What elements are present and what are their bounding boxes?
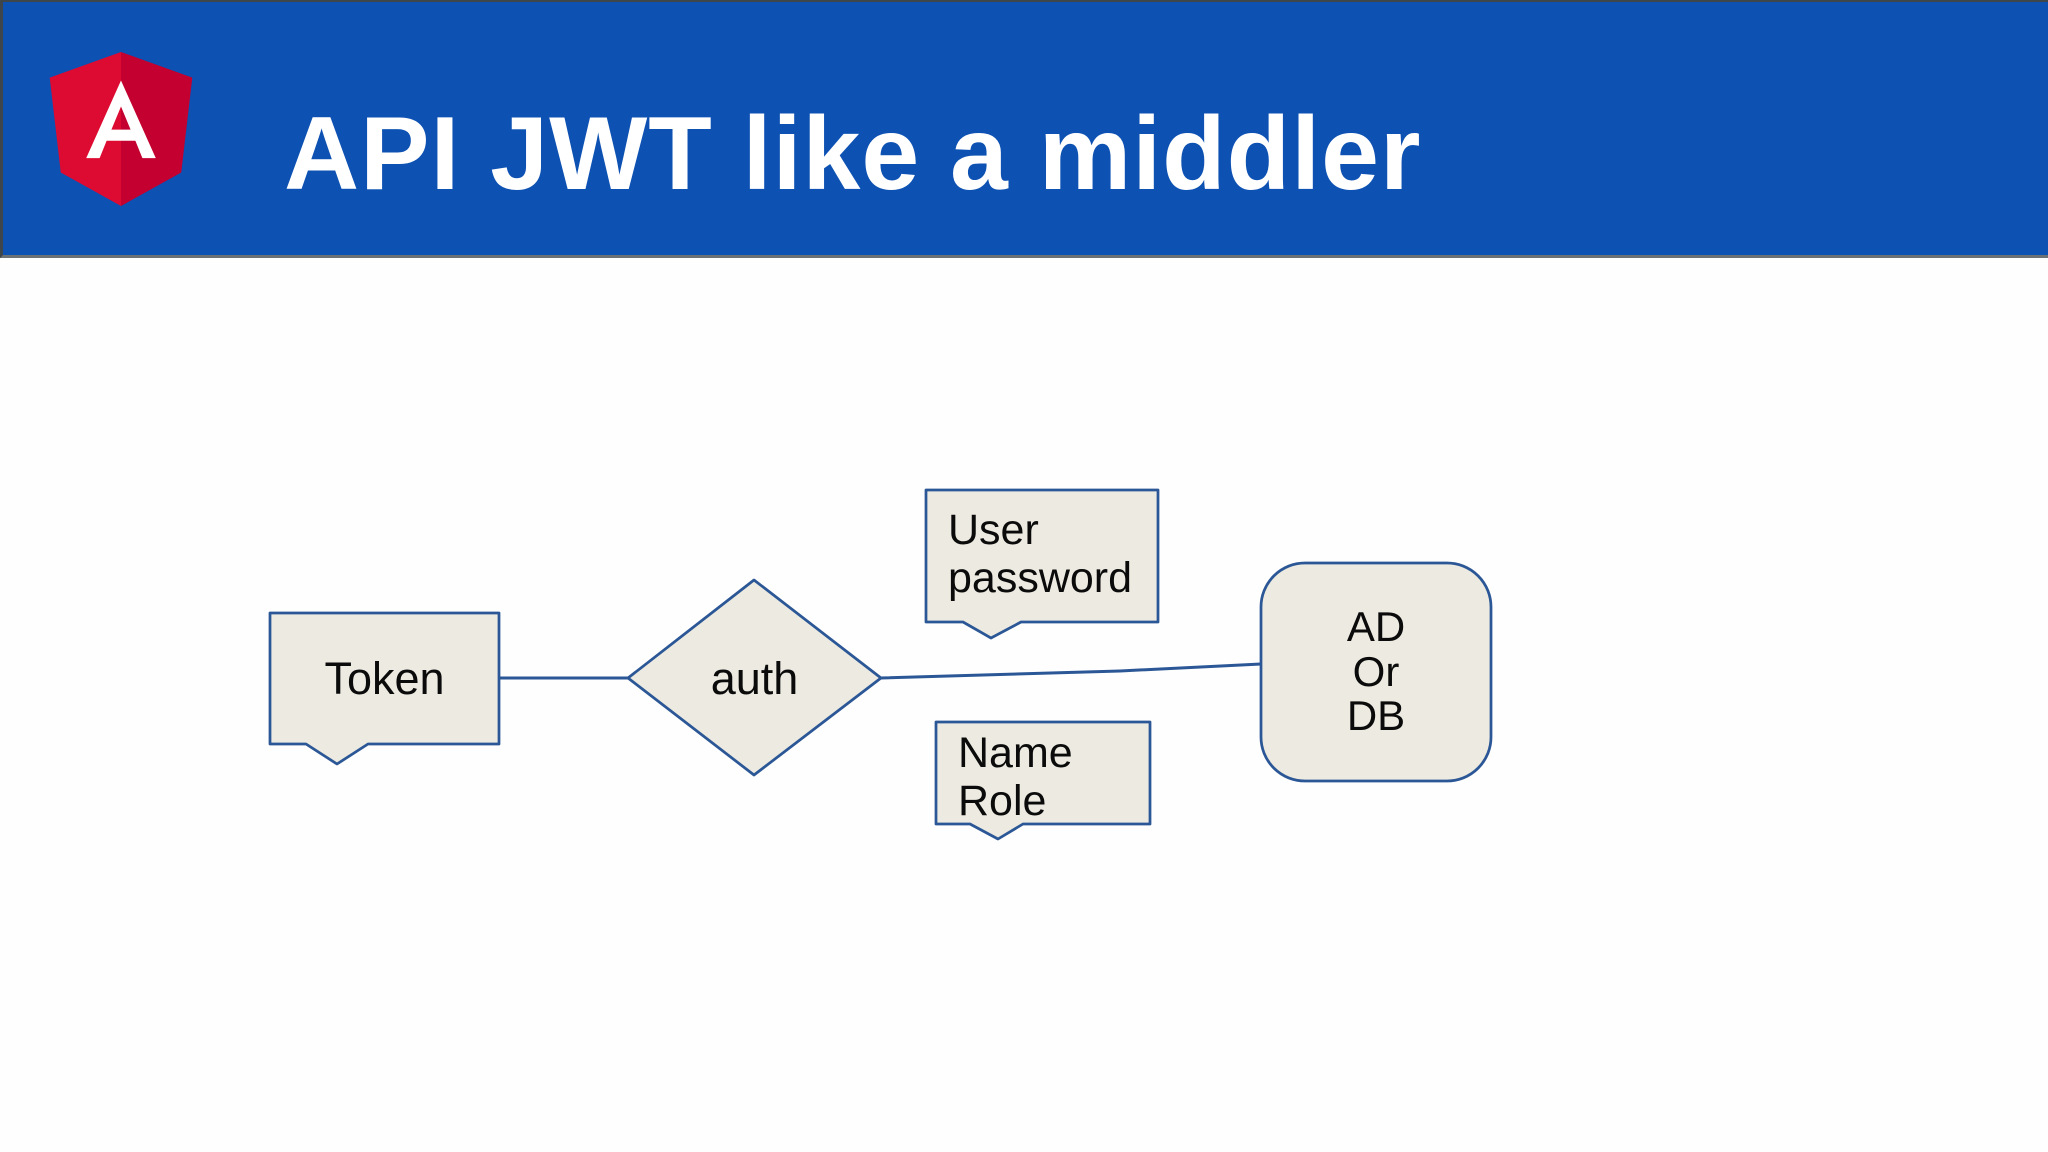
name-role-line1: Name xyxy=(958,729,1073,777)
slide-header: API JWT like a middler xyxy=(0,0,2048,258)
user-password-line2: password xyxy=(948,554,1133,603)
ad-db-line2: Or xyxy=(1352,647,1400,695)
ad-db-line3: DB xyxy=(1346,692,1406,740)
connector-auth-addb xyxy=(879,662,1263,680)
auth-node-shape xyxy=(626,578,883,777)
name-role-node-label: Name Role xyxy=(958,729,1138,825)
user-password-node-shape xyxy=(924,488,1160,640)
angular-logo-icon xyxy=(49,52,193,206)
name-role-line2: Role xyxy=(958,777,1047,826)
user-password-node-label: User password xyxy=(948,506,1148,602)
ad-db-node-label: AD Or DB xyxy=(1260,563,1492,781)
ad-db-node-shape xyxy=(1259,561,1493,783)
user-password-line1: User xyxy=(948,506,1039,554)
ad-db-line1: AD xyxy=(1346,603,1406,651)
auth-node-label: auth xyxy=(710,652,799,704)
page-title: API JWT like a middler xyxy=(284,96,1422,212)
name-role-node-shape xyxy=(934,720,1152,841)
token-node-shape xyxy=(268,611,501,766)
token-node-label: Token xyxy=(324,652,445,704)
